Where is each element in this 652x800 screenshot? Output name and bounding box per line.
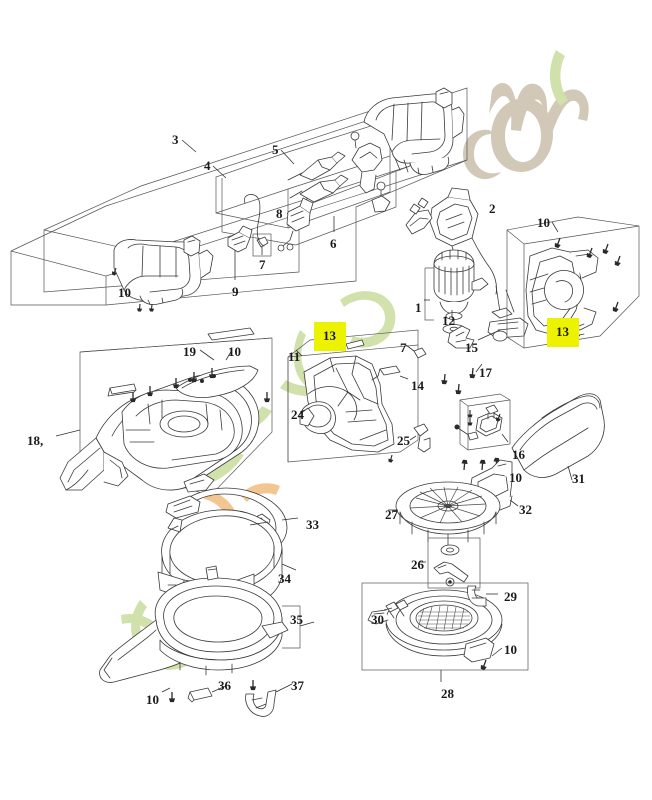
part-29-clip	[467, 585, 498, 607]
screws-bottom	[161, 679, 256, 703]
callout-3: 3	[172, 132, 179, 147]
callout-18: 18,	[27, 433, 44, 448]
screws-part17	[441, 363, 483, 395]
callout-13-left: 13	[314, 322, 346, 351]
part-11-housing	[300, 355, 395, 453]
part-9-bracket	[227, 225, 253, 253]
part-25-pin	[454, 424, 479, 441]
part-6-handles	[350, 131, 391, 213]
part-25-lever	[409, 423, 431, 453]
callout-24: 24	[291, 407, 304, 422]
item28-box	[361, 582, 529, 682]
callout-7a: 7	[259, 257, 266, 272]
callout-10e: 10	[504, 642, 517, 657]
callout-10f: 10	[146, 692, 159, 707]
screws-part10-grille	[480, 647, 503, 671]
callout-13-right: 13	[547, 318, 579, 347]
callout-31: 31	[572, 471, 585, 486]
part-31-nozzle	[511, 393, 605, 481]
callout-10c: 10	[228, 344, 241, 359]
callout-5: 5	[272, 142, 279, 157]
callout-8: 8	[276, 206, 283, 221]
leader-18	[55, 429, 81, 437]
part-18-housing	[59, 374, 260, 493]
callout-30: 30	[371, 612, 384, 627]
upper-assembly-inner-box	[43, 97, 411, 293]
part-24-cap	[299, 407, 315, 427]
callout-32: 32	[519, 502, 532, 517]
callout-26: 26	[411, 557, 424, 572]
part-16-switch	[475, 404, 509, 443]
callout-10d: 10	[509, 470, 522, 485]
callout-29: 29	[504, 589, 517, 604]
callout-11: 11	[288, 349, 301, 364]
part-7-box	[252, 233, 272, 257]
leaders-misc	[249, 299, 453, 526]
part-27-fan	[388, 481, 501, 547]
part-8-switch	[243, 194, 314, 252]
callout-4: 4	[204, 158, 211, 173]
callout-10a: 10	[118, 285, 131, 300]
part-2-control	[405, 187, 497, 295]
callout-33: 33	[306, 517, 319, 532]
callout-35: 35	[290, 612, 303, 627]
part-37-hook	[245, 683, 293, 717]
part-19-plate	[107, 327, 255, 397]
part-36-clip	[187, 685, 227, 703]
item16-box	[459, 393, 511, 451]
screws-part19	[130, 349, 270, 403]
callout-6: 6	[330, 236, 337, 251]
part-13-right-housing	[525, 247, 599, 341]
part-7-fastener	[405, 344, 427, 359]
callout-28: 28	[441, 686, 454, 701]
callout-2: 2	[489, 201, 496, 216]
item6-box	[221, 172, 397, 246]
part-3-housing	[113, 235, 214, 305]
part-15-group	[477, 285, 529, 342]
callout-9: 9	[232, 284, 239, 299]
callout-37: 37	[291, 678, 304, 693]
part-30-screws	[383, 599, 409, 619]
callout-10b: 10	[537, 215, 550, 230]
callout-7b: 7	[400, 340, 407, 355]
callout-12: 12	[442, 313, 455, 328]
screws-extra	[387, 453, 395, 463]
part-35-bag-housing	[99, 565, 315, 683]
right-housing-box	[506, 216, 640, 349]
part-1-motor	[424, 249, 489, 334]
callout-15: 15	[465, 340, 478, 355]
callout-19: 19	[183, 344, 196, 359]
leader-10-right	[551, 221, 559, 233]
callout-16: 16	[512, 447, 525, 462]
callout-14: 14	[411, 378, 424, 393]
callout-1: 1	[415, 300, 422, 315]
item26-box	[420, 537, 481, 589]
part-12-bracket	[447, 325, 475, 349]
callout-17: 17	[479, 365, 492, 380]
part-3-handle-top	[363, 87, 465, 175]
callout-36: 36	[218, 678, 231, 693]
part-5-levers	[287, 151, 349, 203]
callout-27: 27	[385, 507, 398, 522]
part-14-rod	[371, 365, 409, 381]
callout-34: 34	[278, 571, 291, 586]
callout-25: 25	[397, 433, 410, 448]
part-28-grille	[367, 589, 503, 663]
